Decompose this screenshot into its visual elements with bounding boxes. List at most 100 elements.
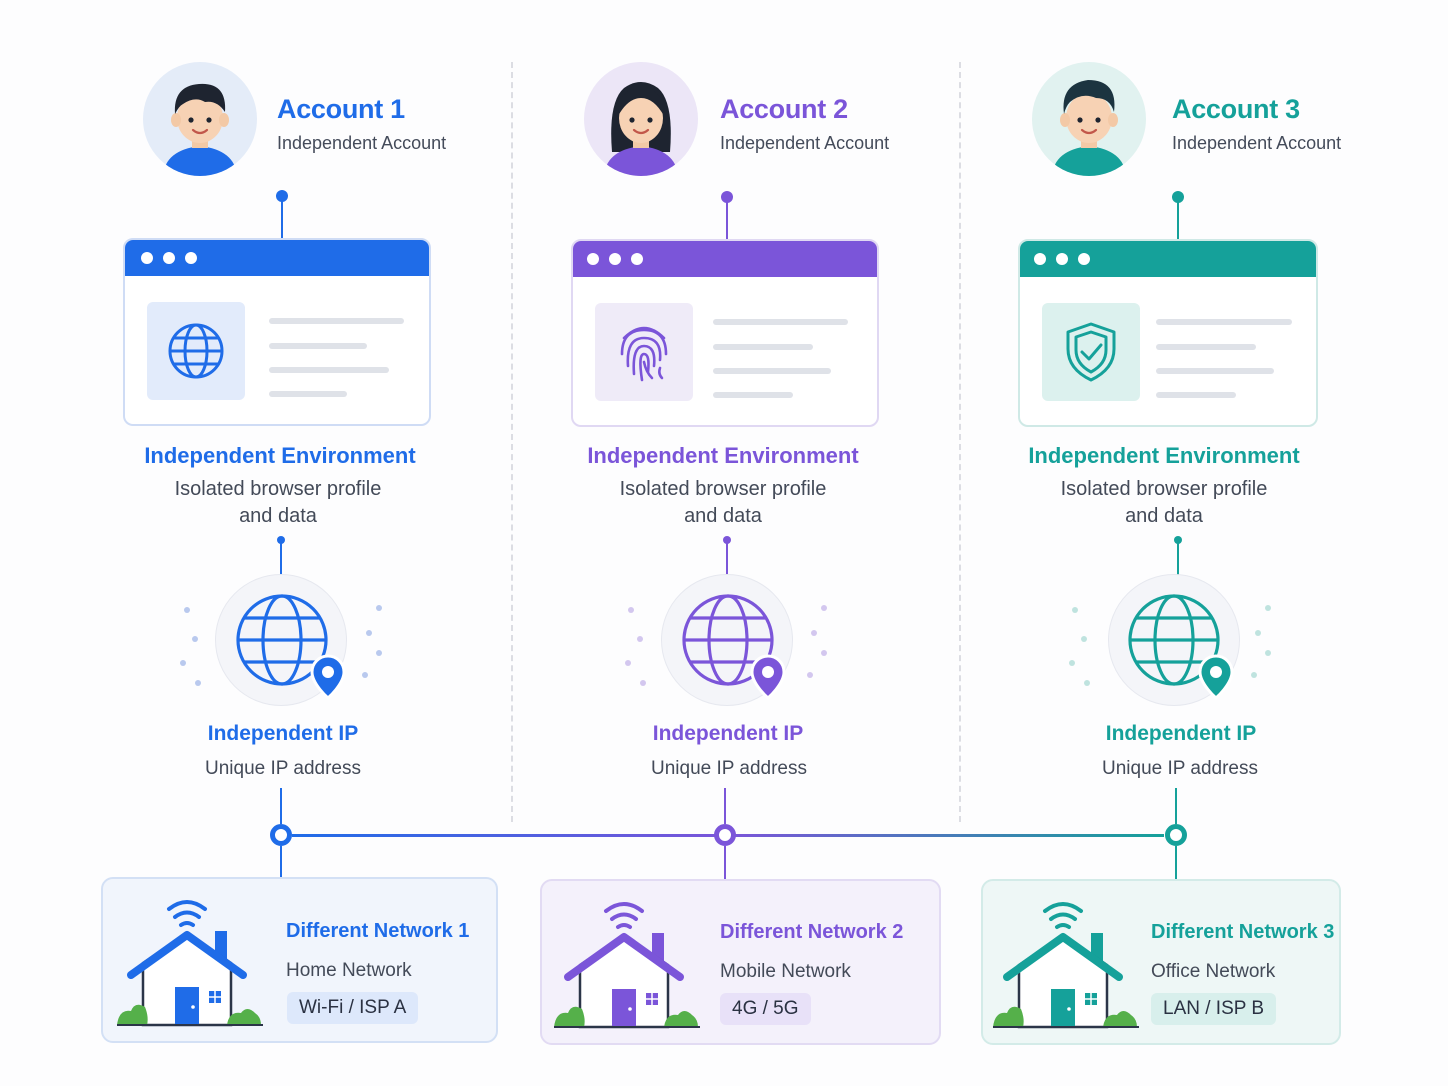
fingerprint-icon xyxy=(595,303,693,401)
account-title: Account 1 xyxy=(277,94,405,124)
content-line xyxy=(713,392,793,398)
avatar-male-icon xyxy=(1032,62,1146,176)
account-subtitle: Independent Account xyxy=(720,133,890,153)
account-subtitle: Independent Account xyxy=(1172,133,1342,153)
sparkle-dot xyxy=(821,605,827,611)
sparkle-dot xyxy=(1084,680,1090,686)
connector-dot xyxy=(723,536,731,544)
sparkle-dot xyxy=(637,636,643,642)
window-dot xyxy=(1078,253,1090,265)
network-badge: 4G / 5G xyxy=(720,993,811,1025)
network-card: Different Network 1 Home Network Wi-Fi /… xyxy=(101,877,498,1043)
content-line xyxy=(269,343,367,349)
network-type: Office Network xyxy=(1151,961,1276,982)
browser-window xyxy=(123,238,431,426)
shield-check-icon xyxy=(1042,303,1140,401)
content-line xyxy=(269,318,404,324)
window-dot xyxy=(141,252,153,264)
sparkle-dot xyxy=(628,607,634,613)
sparkle-dot xyxy=(640,680,646,686)
content-line xyxy=(1156,319,1292,325)
browser-window xyxy=(571,239,879,427)
browser-title-bar xyxy=(1020,241,1316,277)
environment-description: and data xyxy=(1125,505,1203,527)
home-wifi-icon xyxy=(117,900,263,1027)
network-badge: Wi-Fi / ISP A xyxy=(287,992,419,1024)
network-hub-node xyxy=(1165,824,1187,846)
network-title: Different Network 2 xyxy=(720,921,904,943)
avatar-female-icon xyxy=(584,62,698,176)
connector-dot xyxy=(276,190,288,202)
home-wifi-icon xyxy=(554,902,700,1029)
account-subtitle: Independent Account xyxy=(277,133,447,153)
environment-description: and data xyxy=(239,505,317,527)
network-type: Mobile Network xyxy=(720,961,851,982)
globe-location-icon xyxy=(682,594,786,700)
globe-location-icon xyxy=(1128,594,1234,700)
ip-description: Unique IP address xyxy=(205,758,361,779)
network-hub-node xyxy=(714,824,736,846)
window-dot xyxy=(631,253,643,265)
connector-line xyxy=(1177,542,1179,576)
browser-title-bar xyxy=(125,240,429,276)
network-type: Home Network xyxy=(286,960,412,981)
sparkle-dot xyxy=(1255,630,1261,636)
connector-dot xyxy=(721,191,733,203)
sparkle-dot xyxy=(1069,660,1075,666)
environment-description: Isolated browser profile xyxy=(174,478,382,500)
sparkle-dot xyxy=(625,660,631,666)
home-wifi-icon xyxy=(993,902,1139,1029)
environment-title: Independent Environment xyxy=(1028,443,1300,468)
browser-title-bar xyxy=(573,241,877,277)
account-title: Account 3 xyxy=(1172,94,1300,124)
connector-line xyxy=(724,788,726,824)
ip-title: Independent IP xyxy=(207,722,359,745)
window-dot xyxy=(1056,253,1068,265)
column-divider xyxy=(959,62,961,822)
browser-window xyxy=(1018,239,1318,427)
content-line xyxy=(1156,392,1236,398)
connector-line xyxy=(280,846,282,878)
connector-line xyxy=(280,542,282,576)
environment-title: Independent Environment xyxy=(144,443,416,468)
ip-title: Independent IP xyxy=(1105,722,1257,745)
content-line xyxy=(713,368,831,374)
window-dot xyxy=(609,253,621,265)
sparkle-dot xyxy=(366,630,372,636)
sparkle-dot xyxy=(1251,672,1257,678)
ip-description: Unique IP address xyxy=(1102,758,1258,779)
avatar-male-icon xyxy=(143,62,257,176)
content-line xyxy=(269,391,347,397)
content-line xyxy=(1156,344,1256,350)
sparkle-dot xyxy=(1265,650,1271,656)
sparkle-dot xyxy=(362,672,368,678)
sparkle-dot xyxy=(821,650,827,656)
connector-dot xyxy=(277,536,285,544)
content-line xyxy=(269,367,389,373)
sparkle-dot xyxy=(376,650,382,656)
connector-line xyxy=(1175,846,1177,879)
window-dot xyxy=(587,253,599,265)
sparkle-dot xyxy=(184,607,190,613)
sparkle-dot xyxy=(1265,605,1271,611)
sparkle-dot xyxy=(807,672,813,678)
sparkle-dot xyxy=(811,630,817,636)
connector-line xyxy=(726,542,728,576)
globe-icon xyxy=(147,302,245,400)
content-line xyxy=(713,344,813,350)
connector-dot xyxy=(1172,191,1184,203)
network-badge: LAN / ISP B xyxy=(1151,993,1277,1025)
connector-line xyxy=(724,846,726,879)
connector-line xyxy=(1177,201,1179,239)
environment-title: Independent Environment xyxy=(587,443,859,468)
network-hub-node xyxy=(270,824,292,846)
connector-line xyxy=(726,201,728,239)
window-dot xyxy=(185,252,197,264)
connector-line xyxy=(281,200,283,238)
network-card: Different Network 3 Office Network LAN /… xyxy=(981,879,1341,1045)
content-line xyxy=(713,319,848,325)
network-title: Different Network 3 xyxy=(1151,921,1335,943)
window-dot xyxy=(163,252,175,264)
globe-location-icon xyxy=(236,594,346,700)
environment-description: Isolated browser profile xyxy=(1060,478,1268,500)
